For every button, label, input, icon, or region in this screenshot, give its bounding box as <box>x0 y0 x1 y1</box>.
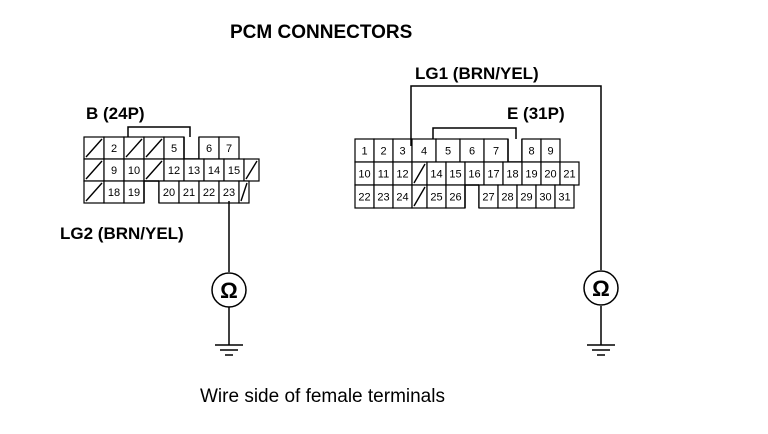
terminal-number: 15 <box>228 165 240 177</box>
terminal-number: 6 <box>206 143 212 155</box>
terminal-number: 29 <box>520 192 532 204</box>
terminal-number: 4 <box>421 146 427 158</box>
terminal-number: 30 <box>539 192 551 204</box>
terminal-number: 19 <box>128 187 140 199</box>
terminal-number: 14 <box>430 169 442 181</box>
terminal-number: 11 <box>378 169 389 181</box>
terminal-number: 10 <box>358 169 370 181</box>
ohm-symbol-left: Ω <box>220 278 238 303</box>
connector-keyway <box>464 184 480 208</box>
terminal-number: 23 <box>223 187 235 199</box>
terminal-number: 15 <box>449 169 461 181</box>
terminal-number: 26 <box>449 192 461 204</box>
empty-terminal-slash <box>413 186 426 207</box>
wire-lg1 <box>410 85 602 345</box>
terminal-number: 7 <box>493 146 499 158</box>
terminal-number: 21 <box>563 169 575 181</box>
terminal-number: 20 <box>163 187 175 199</box>
terminal-number: 22 <box>203 187 215 199</box>
terminal-number: 21 <box>183 187 195 199</box>
terminal-number: 22 <box>358 192 370 204</box>
diagram-title: PCM CONNECTORS <box>230 22 413 43</box>
ohmmeter-right: Ω <box>583 270 619 306</box>
terminal-number: 31 <box>558 192 570 204</box>
empty-terminal-slash <box>240 182 248 202</box>
terminal-number: 9 <box>547 146 553 158</box>
terminal-cell <box>554 184 575 209</box>
empty-terminal-slash <box>85 182 103 202</box>
empty-terminal-slash <box>85 160 103 180</box>
terminal-number: 8 <box>528 146 534 158</box>
terminal-number: 25 <box>430 192 442 204</box>
wire-label-lg2: LG2 (BRN/YEL) <box>60 224 184 243</box>
terminal-number: 9 <box>111 165 117 177</box>
ground-icon-right <box>587 344 615 356</box>
terminal-number: 18 <box>506 169 518 181</box>
terminal-number: 1 <box>361 146 367 158</box>
terminal-number: 20 <box>544 169 556 181</box>
terminal-number: 13 <box>188 165 200 177</box>
connector-keyway <box>507 139 523 163</box>
terminal-number: 2 <box>380 146 386 158</box>
empty-terminal-slash <box>85 138 103 158</box>
terminal-number: 2 <box>111 143 117 155</box>
ohmmeter-left: Ω <box>211 272 247 308</box>
empty-terminal-slash <box>145 138 163 158</box>
diagram-caption: Wire side of female terminals <box>200 386 445 407</box>
terminal-number: 10 <box>128 165 140 177</box>
terminal-number: 19 <box>525 169 537 181</box>
terminal-number: 28 <box>501 192 513 204</box>
connector-b-label: B (24P) <box>86 104 145 123</box>
terminal-number: 23 <box>377 192 389 204</box>
terminal-number: 16 <box>468 169 480 181</box>
terminal-number: 3 <box>399 146 405 158</box>
terminal-number: 5 <box>445 146 451 158</box>
terminal-number: 14 <box>208 165 220 177</box>
ground-icon-left <box>215 344 243 356</box>
terminal-number: 12 <box>396 169 408 181</box>
terminal-number: 27 <box>482 192 494 204</box>
terminal-number: 12 <box>168 165 180 177</box>
empty-terminal-slash <box>413 163 426 184</box>
wire-label-lg1: LG1 (BRN/YEL) <box>415 64 539 83</box>
ohm-symbol-right: Ω <box>592 276 610 301</box>
terminal-number: 6 <box>469 146 475 158</box>
empty-terminal-slash <box>245 160 258 180</box>
empty-terminal-slash <box>125 138 143 158</box>
connector-keyway <box>143 180 160 203</box>
connector-keyway <box>183 137 200 160</box>
terminal-number: 18 <box>108 187 120 199</box>
connector-e-label: E (31P) <box>507 104 565 123</box>
connector-b: 2 5 6 7 9 10 12 13 14 15 18 19 20 21 22 23 <box>83 126 260 204</box>
terminal-number: 7 <box>226 143 232 155</box>
terminal-number: 5 <box>171 143 177 155</box>
terminal-number: 17 <box>487 169 499 181</box>
empty-terminal-slash <box>145 160 163 180</box>
terminal-number: 24 <box>396 192 408 204</box>
